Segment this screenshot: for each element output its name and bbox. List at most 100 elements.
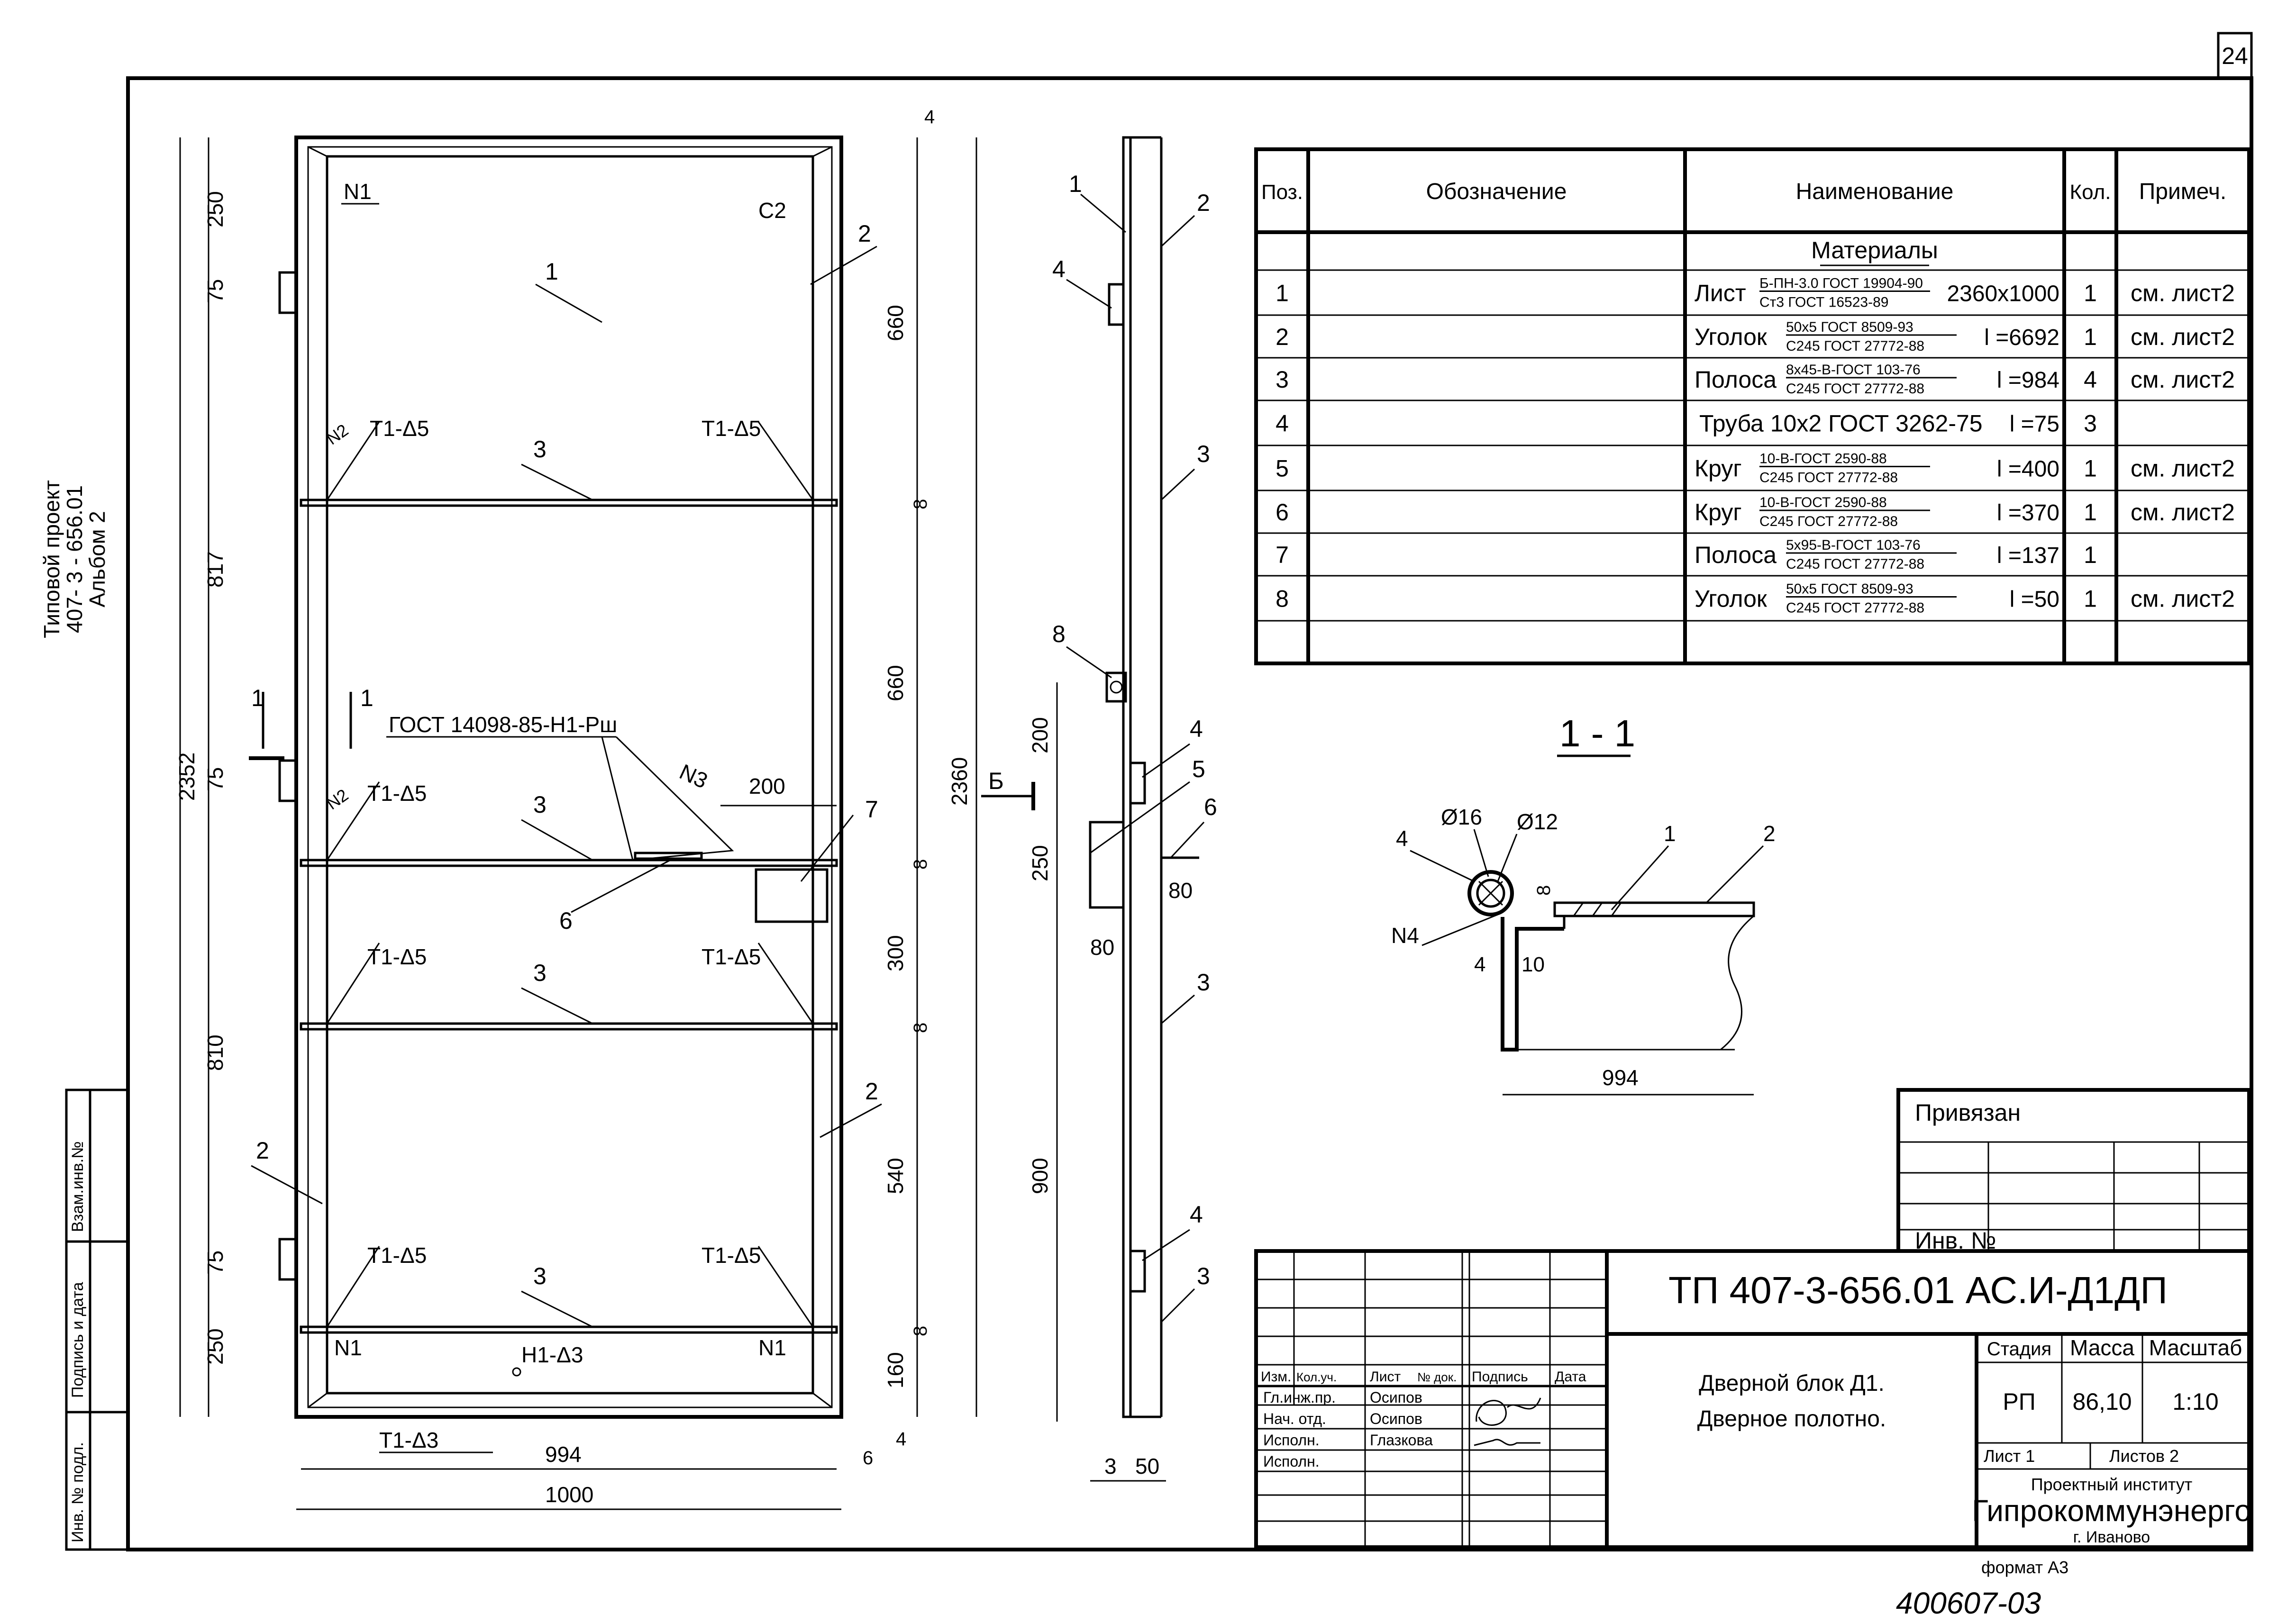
- callout-3d: 3: [533, 1263, 547, 1289]
- side-dim-200: 200: [1028, 717, 1052, 753]
- spec-row-grade-top: 8х45-В-ГОСТ 103-76: [1786, 362, 1921, 378]
- side-stamp: Инв. № подл. Подпись и дата Взам.инв.№: [65, 1088, 129, 1551]
- sec-label-d12: Ø12: [1517, 809, 1558, 834]
- spec-row-note: см. лист2: [2131, 324, 2235, 350]
- title-block: Привязан Инв. №: [1254, 1088, 2251, 1620]
- tb-n-dok: № док.: [1417, 1370, 1457, 1384]
- tb-stage-header: Стадия: [1987, 1339, 2051, 1360]
- spec-row-grade-bottom: С245 ГОСТ 27772-88: [1759, 514, 1898, 529]
- dim-bottom-6: 6: [863, 1448, 873, 1469]
- tb-role-1: Гл.инж.пр.: [1263, 1389, 1336, 1406]
- spec-header-naimenovanie: Наименование: [1796, 179, 1954, 204]
- dim-bottom-1000: 1000: [545, 1482, 593, 1507]
- side-callout-3c: 3: [1197, 1263, 1210, 1289]
- sec-label-994: 994: [1602, 1065, 1639, 1090]
- dim-right-4-top: 4: [924, 107, 935, 127]
- tb-name-1: Осипов: [1370, 1389, 1422, 1406]
- dim-right-8-2: 8: [910, 859, 931, 870]
- weld-n1-bottom-right: N1: [758, 1335, 786, 1360]
- dim-right-160: 160: [883, 1352, 908, 1388]
- side-callout-5: 5: [1192, 756, 1205, 782]
- weld-n1-top-left: N1: [344, 179, 372, 204]
- dim-bottom-994: 994: [545, 1442, 582, 1467]
- spec-row-pos: 8: [1276, 586, 1289, 612]
- spec-row-grade-bottom: Ст3 ГОСТ 16523-89: [1759, 295, 1888, 310]
- tb-podpis: Подпись: [1472, 1369, 1528, 1385]
- door-inner-frame: [326, 155, 814, 1395]
- callout-7: 7: [865, 796, 878, 823]
- stamp-vzam-inv: Взам.инв.№: [69, 1141, 87, 1232]
- sec-label-4: 4: [1396, 826, 1408, 851]
- spec-row-qty: 1: [2084, 280, 2097, 307]
- spec-row-note: см. лист2: [2131, 455, 2235, 482]
- side-title-line2: 407- 3 - 656.01: [62, 485, 87, 633]
- strip-4: [300, 1325, 838, 1334]
- sec-label-d16: Ø16: [1441, 805, 1482, 829]
- sec-label-n4: N4: [1391, 923, 1419, 948]
- side-dim-80-left: 80: [1090, 935, 1114, 960]
- tb-izm: Изм.: [1261, 1369, 1291, 1385]
- side-dim-80-right: 80: [1168, 878, 1193, 903]
- weld-t1-a5-4: T1-Δ5: [367, 944, 427, 969]
- side-title-line1: Типовой проект: [39, 480, 64, 638]
- spec-row-length: l =370: [1997, 500, 2059, 526]
- spec-row-grade-top: 50х5 ГОСТ 8509-93: [1786, 319, 1913, 335]
- dim-left-2352: 2352: [174, 753, 199, 801]
- callout-2b: 2: [865, 1078, 878, 1105]
- side-callout-4b: 4: [1190, 716, 1203, 742]
- spec-row-name: Лист: [1695, 280, 1746, 307]
- tb-format: формат А3: [1981, 1558, 2068, 1577]
- weld-t1-a5-1: T1-Δ5: [370, 416, 429, 441]
- spec-row-pos: 1: [1276, 280, 1289, 307]
- spec-row-qty: 1: [2084, 542, 2097, 568]
- tb-scale: 1:10: [2172, 1388, 2218, 1415]
- dim-left-75-1: 75: [203, 279, 228, 303]
- strip-1: [300, 499, 838, 507]
- side-title: Типовой проект 407- 3 - 656.01 Альбом 2: [39, 480, 109, 638]
- spec-row-name: Круг: [1695, 499, 1742, 526]
- tb-mass-header: Масса: [2070, 1335, 2134, 1360]
- callout-3b: 3: [533, 791, 547, 818]
- tb-code: ТП 407-3-656.01 АС.И-Д1ДП: [1668, 1269, 2168, 1311]
- spec-header-oboznachenie: Обозначение: [1426, 179, 1567, 204]
- spec-row-name: Круг: [1695, 455, 1742, 482]
- spec-header-kol: Кол.: [2069, 181, 2111, 204]
- weld-n3: N3: [676, 759, 711, 793]
- tb-list: Лист: [1370, 1369, 1401, 1385]
- spec-row-pos: 4: [1276, 410, 1289, 437]
- section-title: 1 - 1: [1559, 712, 1635, 754]
- tb-handwritten-number: 400607-03: [1896, 1586, 2041, 1620]
- spec-row-length: 2360х1000: [1947, 281, 2059, 307]
- weld-c2: C2: [758, 198, 786, 223]
- dim-right-660-1: 660: [883, 305, 908, 341]
- hinge-2: [278, 759, 298, 802]
- spec-row-note: см. лист2: [2131, 366, 2235, 393]
- plate-7: [755, 868, 829, 923]
- dim-right-8-4: 8: [910, 1326, 931, 1336]
- side-callout-3b: 3: [1197, 969, 1210, 996]
- dim-left-250-top: 250: [203, 191, 228, 227]
- side-callout-4a: 4: [1052, 256, 1066, 282]
- spec-row-pos: 5: [1276, 455, 1289, 482]
- weld-t1-a5-7: T1-Δ5: [702, 1243, 761, 1268]
- side-dim-50: 50: [1135, 1454, 1159, 1478]
- stamp-podpis-data: Подпись и дата: [69, 1282, 87, 1398]
- dim-right-300: 300: [883, 935, 908, 971]
- side-callout-1: 1: [1069, 171, 1082, 197]
- sec-label-10: 10: [1522, 953, 1545, 976]
- spec-group-materialy: Материалы: [1811, 237, 1938, 263]
- dim-right-8-1: 8: [910, 499, 931, 509]
- callout-3c: 3: [533, 960, 547, 986]
- dim-left-75-2: 75: [203, 767, 228, 791]
- spec-row-qty: 1: [2084, 324, 2097, 350]
- dim-right-540: 540: [883, 1158, 908, 1194]
- sec-label-1: 1: [1664, 821, 1676, 846]
- stamp-inv-podl: Инв. № подл.: [69, 1442, 87, 1542]
- callout-3a: 3: [533, 436, 547, 462]
- side-callout-3a: 3: [1197, 441, 1210, 467]
- side-title-line3: Альбом 2: [85, 511, 109, 607]
- side-dim-3: 3: [1104, 1454, 1117, 1478]
- spec-row-length: l =6692: [1984, 325, 2059, 350]
- spec-row-note: см. лист2: [2131, 499, 2235, 526]
